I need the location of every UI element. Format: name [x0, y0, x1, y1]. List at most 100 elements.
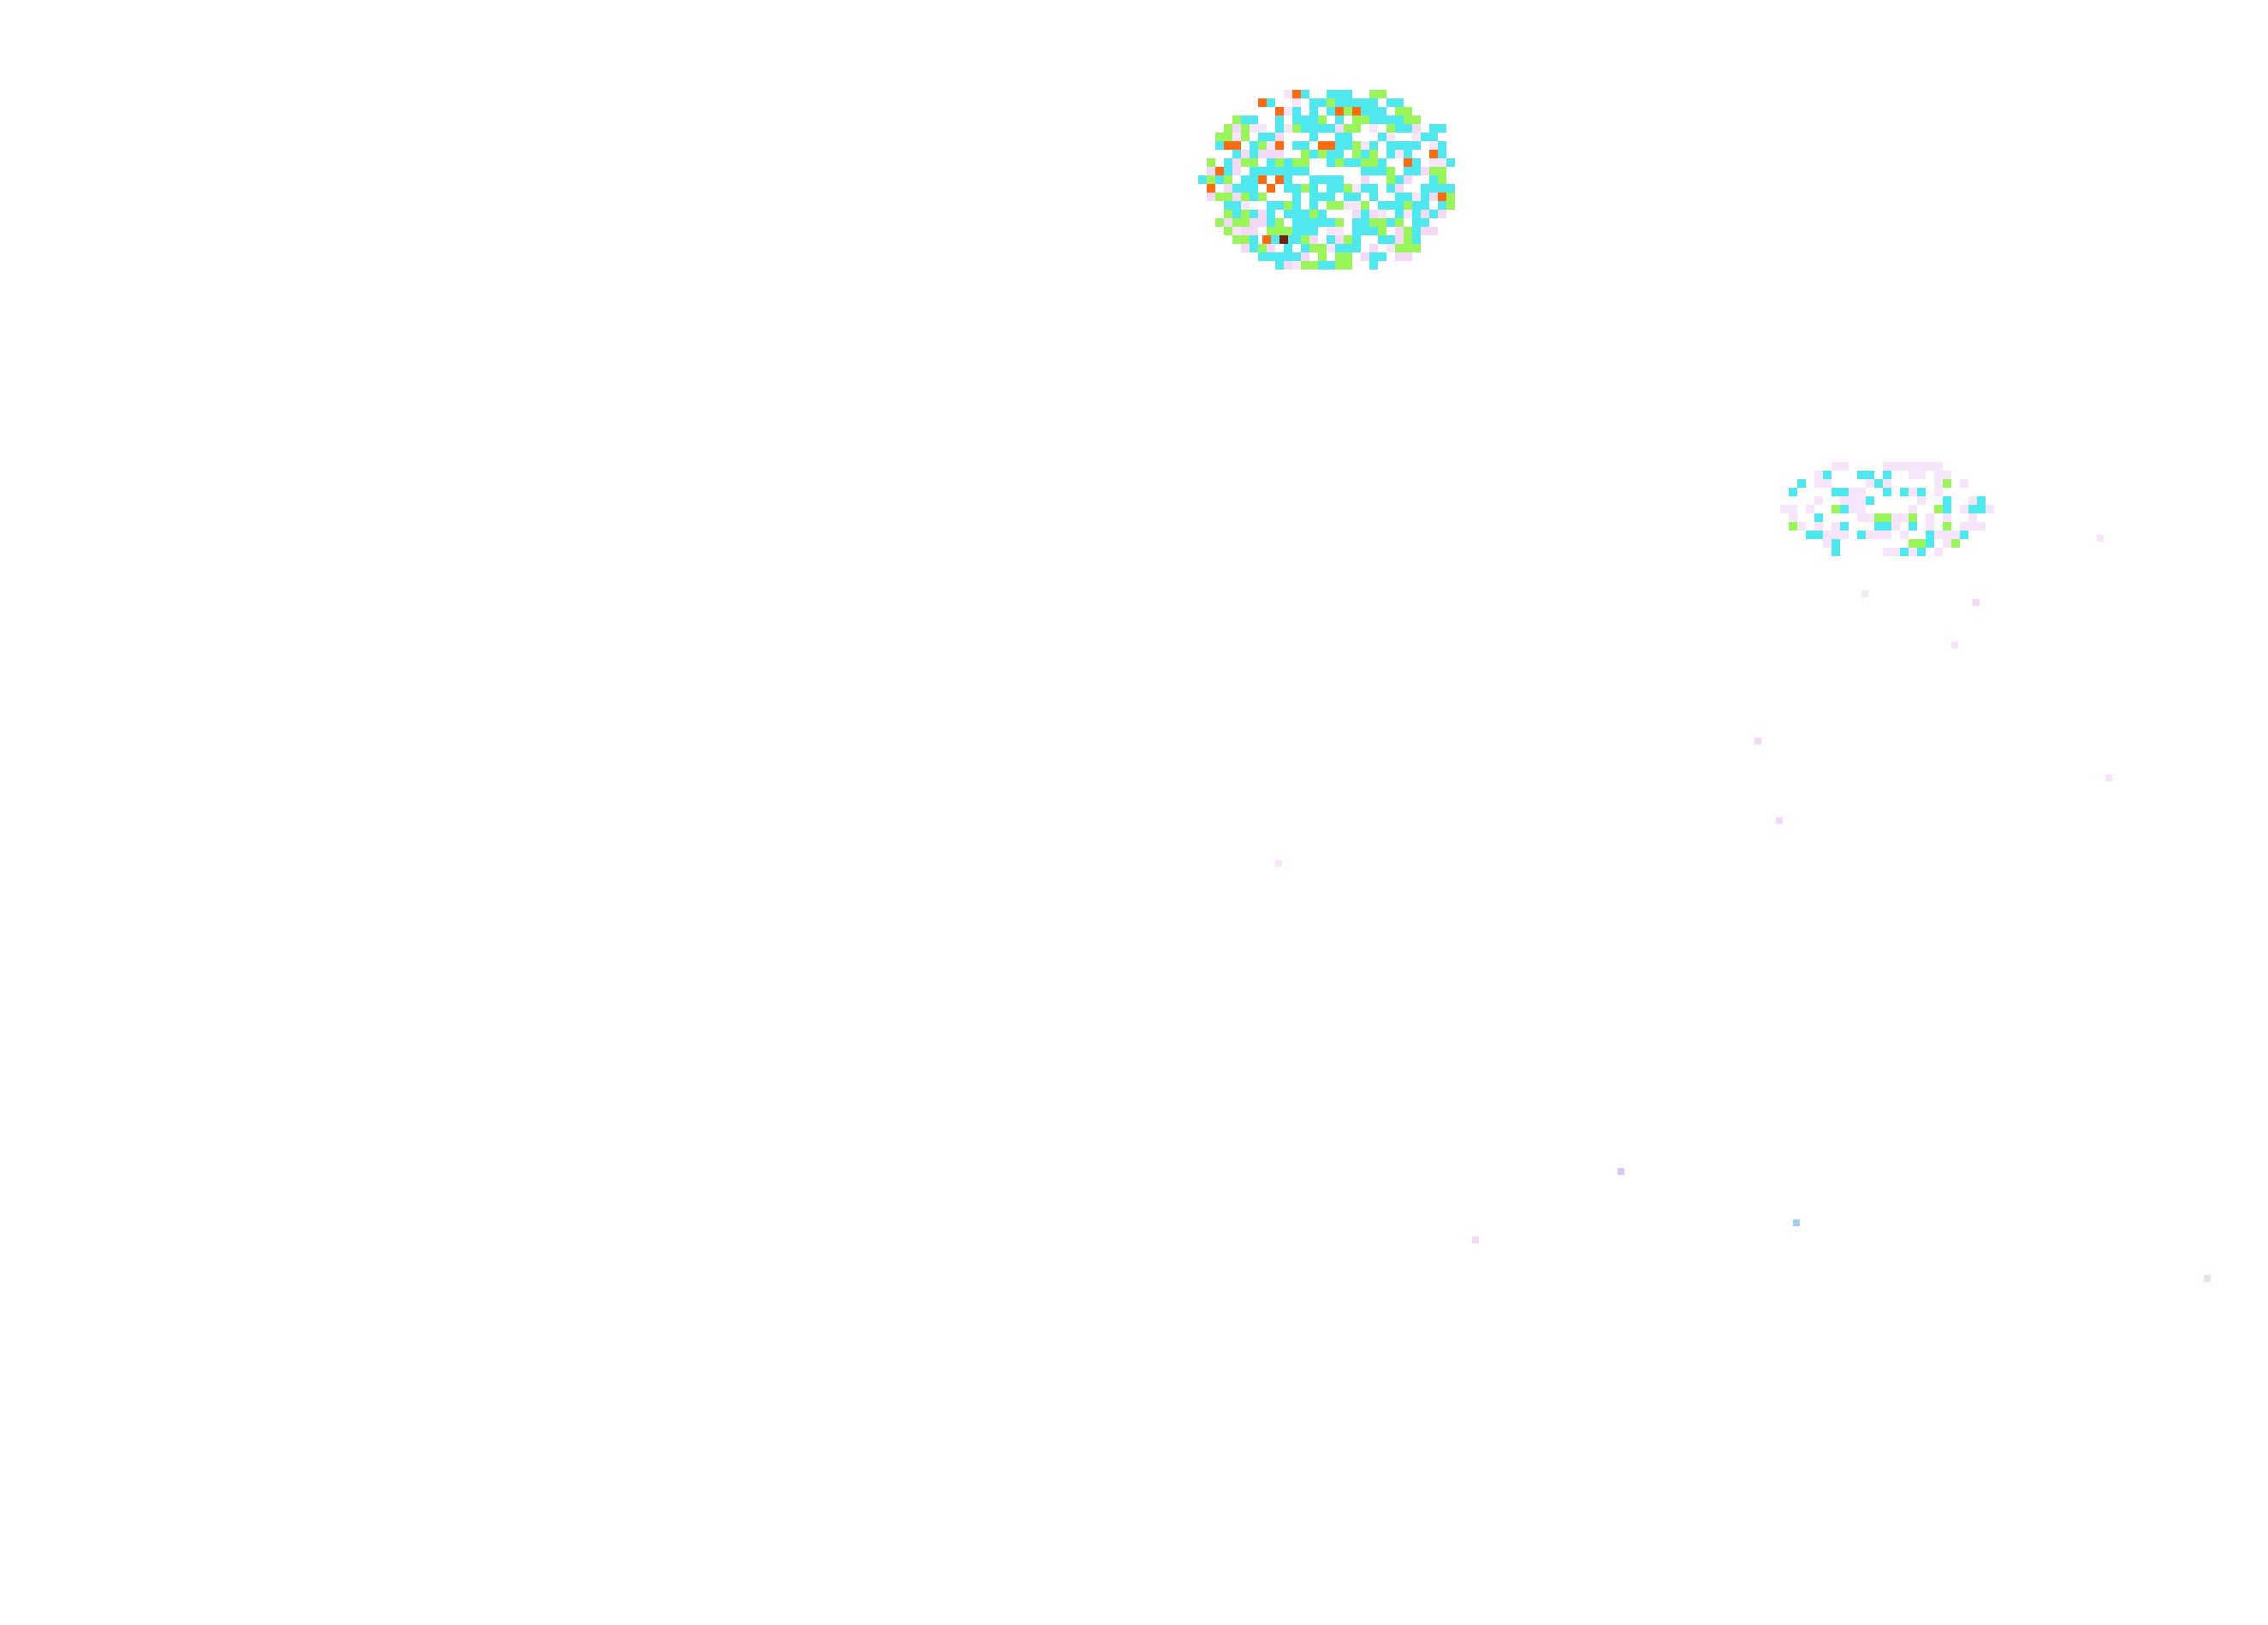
cluster-cell: [1309, 201, 1318, 210]
cluster-cell: [1361, 116, 1369, 124]
cluster-cell: [1232, 201, 1241, 210]
cluster-cell: [1301, 116, 1309, 124]
stray-point: [1275, 860, 1282, 867]
cluster-cell: [1926, 539, 1934, 548]
cluster-cell: [1386, 116, 1404, 124]
cluster-cell: [1275, 116, 1284, 124]
cluster-cell: [1395, 184, 1404, 193]
cluster-cell: [1934, 479, 1943, 488]
cluster-cell: [1412, 167, 1421, 175]
cluster-cell: [1275, 218, 1284, 227]
cluster-cell: [1318, 150, 1327, 158]
cluster-cell: [1926, 513, 1934, 522]
cluster-cell: [1224, 227, 1232, 235]
cluster-cell: [1361, 175, 1369, 184]
cluster-cell: [1891, 513, 1900, 522]
cluster-cell: [1258, 193, 1267, 201]
cluster-cell: [1232, 235, 1241, 244]
cluster-cell: [1840, 496, 1849, 505]
cluster-cell: [1258, 150, 1267, 158]
cluster-cell: [1934, 462, 1943, 471]
cluster-cell: [1369, 184, 1378, 193]
cluster-cell: [1361, 167, 1378, 175]
cluster-cell: [1327, 218, 1335, 227]
cluster-cell: [1840, 505, 1849, 513]
cluster-cell: [1438, 150, 1446, 158]
cluster-cell: [1335, 116, 1344, 124]
cluster-cell: [1857, 471, 1874, 479]
stray-point: [1472, 1237, 1479, 1243]
cluster-cell: [1960, 531, 1968, 539]
cluster-cell: [1429, 175, 1438, 184]
cluster-cell: [1926, 531, 1934, 539]
cluster-cell: [1241, 193, 1250, 201]
cluster-cell: [1909, 522, 1917, 531]
main-cluster: [1198, 90, 1455, 270]
cluster-cell: [1335, 218, 1344, 227]
cluster-cell: [1292, 90, 1301, 98]
cluster-cell: [1789, 522, 1797, 531]
cluster-cell: [1224, 133, 1232, 141]
cluster-cell: [1352, 227, 1361, 235]
cluster-cell: [1309, 124, 1327, 133]
cluster-cell: [1917, 548, 1926, 556]
cluster-cell: [1874, 522, 1891, 531]
cluster-cell: [1352, 98, 1361, 107]
cluster-cell: [1378, 107, 1386, 116]
cluster-cell: [1309, 98, 1318, 107]
cluster-cell: [1250, 124, 1258, 133]
cluster-cell: [1823, 531, 1832, 539]
cluster-cell: [1814, 479, 1832, 488]
cluster-cell: [1292, 124, 1301, 133]
cluster-cell: [1327, 193, 1335, 201]
cluster-cell: [1789, 488, 1797, 496]
cluster-cell: [1241, 244, 1250, 252]
cluster-cell: [1267, 210, 1275, 218]
cluster-cell: [1335, 141, 1344, 150]
cluster-cell: [1917, 488, 1926, 496]
cluster-cell: [1814, 513, 1823, 522]
cluster-cell: [1883, 548, 1891, 556]
cluster-cell: [1232, 227, 1241, 235]
cluster-cell: [1421, 133, 1438, 141]
cluster-cell: [1279, 235, 1288, 244]
stray-points: [1275, 535, 2211, 1282]
stray-point: [1951, 642, 1958, 649]
cluster-cell: [1404, 158, 1412, 167]
cluster-cell: [1832, 488, 1840, 496]
cluster-cell: [1267, 235, 1284, 244]
stray-point: [2204, 1275, 2211, 1282]
cluster-cell: [1429, 210, 1438, 218]
cluster-cell: [1335, 133, 1352, 141]
cluster-cell: [1378, 158, 1386, 167]
cluster-cell: [1934, 505, 1943, 513]
cluster-cell: [1275, 261, 1284, 270]
cluster-cell: [1241, 133, 1250, 141]
cluster-cell: [1262, 235, 1271, 244]
cluster-cell: [1344, 98, 1352, 107]
cluster-cell: [1284, 235, 1301, 244]
cluster-cell: [1378, 210, 1386, 218]
cluster-cell: [1832, 548, 1840, 556]
cluster-cell: [1275, 124, 1284, 133]
cluster-cell: [1267, 158, 1275, 167]
cluster-cell: [1378, 133, 1386, 141]
cluster-cell: [1250, 235, 1258, 244]
cluster-cell: [1378, 227, 1386, 235]
cluster-cell: [1335, 235, 1344, 244]
cluster-cell: [1874, 479, 1883, 488]
cluster-cell: [1361, 107, 1369, 116]
cluster-cell: [1309, 116, 1318, 124]
cluster-cell: [1900, 548, 1909, 556]
cluster-cell: [1301, 167, 1309, 175]
cluster-cell: [1934, 531, 1943, 539]
cluster-cell: [1301, 235, 1309, 244]
cluster-cell: [1327, 90, 1335, 98]
cluster-cell: [1207, 175, 1215, 184]
cluster-cell: [1429, 141, 1438, 150]
cluster-cell: [1344, 107, 1352, 116]
cluster-cell: [1378, 218, 1386, 227]
cluster-cell: [1883, 479, 1891, 488]
cluster-cell: [1224, 141, 1241, 150]
